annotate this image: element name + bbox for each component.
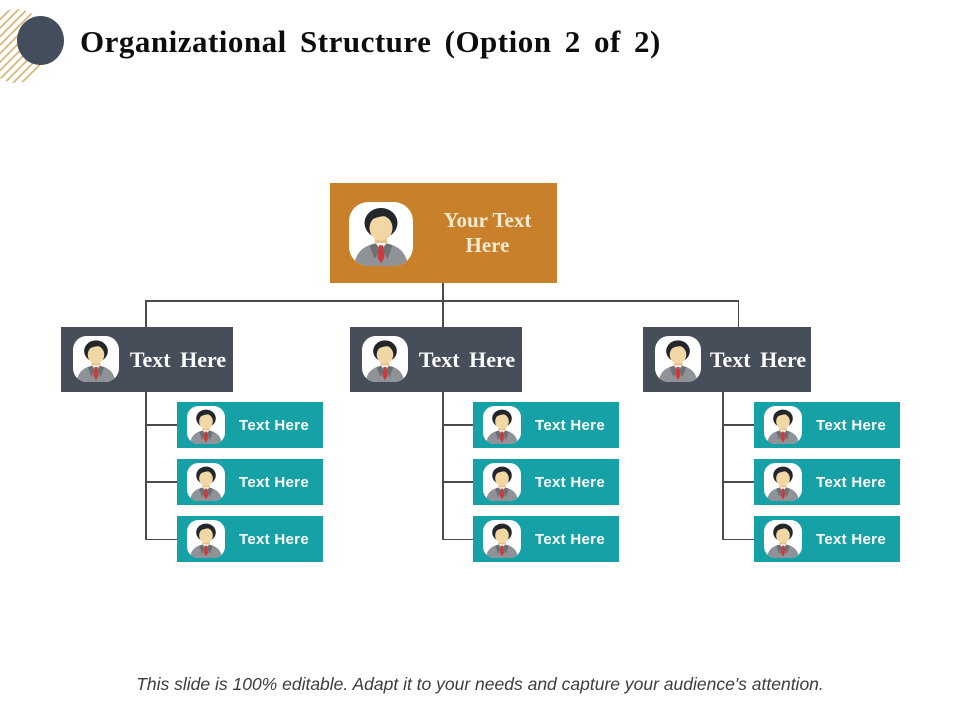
org-node-child-label: Text Here	[535, 473, 605, 491]
org-node-child-2-2[interactable]: Text Here	[473, 459, 619, 505]
businessman-avatar-icon	[764, 463, 802, 501]
connector-spine-branch-2	[442, 392, 444, 540]
connector-drop-branch-1	[145, 300, 147, 328]
org-node-root-label: Your Text Here	[443, 207, 532, 257]
org-node-child-3-2[interactable]: Text Here	[754, 459, 900, 505]
org-node-child-label: Text Here	[239, 416, 309, 434]
org-node-child-label: Text Here	[816, 416, 886, 434]
org-node-root[interactable]: Your Text Here	[330, 183, 557, 283]
businessman-avatar-icon	[349, 202, 413, 266]
org-node-branch-label: Text Here	[709, 346, 807, 372]
footer-note: This slide is 100% editable. Adapt it to…	[136, 674, 824, 694]
org-node-branch-label: Text Here	[418, 346, 516, 372]
businessman-avatar-icon	[483, 463, 521, 501]
businessman-avatar-icon	[187, 406, 225, 444]
org-node-child-2-1[interactable]: Text Here	[473, 402, 619, 448]
businessman-avatar-icon	[483, 406, 521, 444]
connector-drop-branch-3	[737, 300, 739, 328]
org-node-child-2-3[interactable]: Text Here	[473, 516, 619, 562]
connector-stub	[722, 481, 754, 483]
connector-stub	[442, 538, 473, 540]
org-node-child-3-3[interactable]: Text Here	[754, 516, 900, 562]
org-node-child-label: Text Here	[239, 473, 309, 491]
businessman-avatar-icon	[483, 520, 521, 558]
org-node-child-1-3[interactable]: Text Here	[177, 516, 323, 562]
solid-circle-icon	[17, 16, 64, 65]
org-node-child-label: Text Here	[816, 530, 886, 548]
businessman-avatar-icon	[362, 336, 408, 382]
connector-stub	[442, 481, 473, 483]
connector-drop-branch-2	[442, 300, 444, 328]
businessman-avatar-icon	[764, 406, 802, 444]
org-node-branch-3[interactable]: Text Here	[643, 327, 811, 392]
connector-stub	[145, 538, 177, 540]
connector-spine-branch-3	[722, 392, 724, 540]
org-node-branch-label: Text Here	[129, 346, 227, 372]
title-decoration	[0, 0, 80, 95]
org-node-child-label: Text Here	[535, 530, 605, 548]
businessman-avatar-icon	[187, 463, 225, 501]
org-node-child-label: Text Here	[239, 530, 309, 548]
connector-root-stem	[442, 283, 444, 301]
businessman-avatar-icon	[73, 336, 119, 382]
org-node-child-label: Text Here	[535, 416, 605, 434]
connector-stub	[145, 481, 177, 483]
org-node-branch-2[interactable]: Text Here	[350, 327, 522, 392]
slide-title: Organizational Structure (Option 2 of 2)	[80, 24, 661, 59]
org-node-child-1-2[interactable]: Text Here	[177, 459, 323, 505]
connector-stub	[442, 424, 473, 426]
connector-stub	[722, 538, 754, 540]
org-node-child-1-1[interactable]: Text Here	[177, 402, 323, 448]
org-node-child-label: Text Here	[816, 473, 886, 491]
businessman-avatar-icon	[764, 520, 802, 558]
businessman-avatar-icon	[187, 520, 225, 558]
businessman-avatar-icon	[655, 336, 701, 382]
connector-stub	[722, 424, 754, 426]
connector-spine-branch-1	[145, 392, 147, 540]
org-node-branch-1[interactable]: Text Here	[61, 327, 233, 392]
org-node-child-3-1[interactable]: Text Here	[754, 402, 900, 448]
connector-stub	[145, 424, 177, 426]
